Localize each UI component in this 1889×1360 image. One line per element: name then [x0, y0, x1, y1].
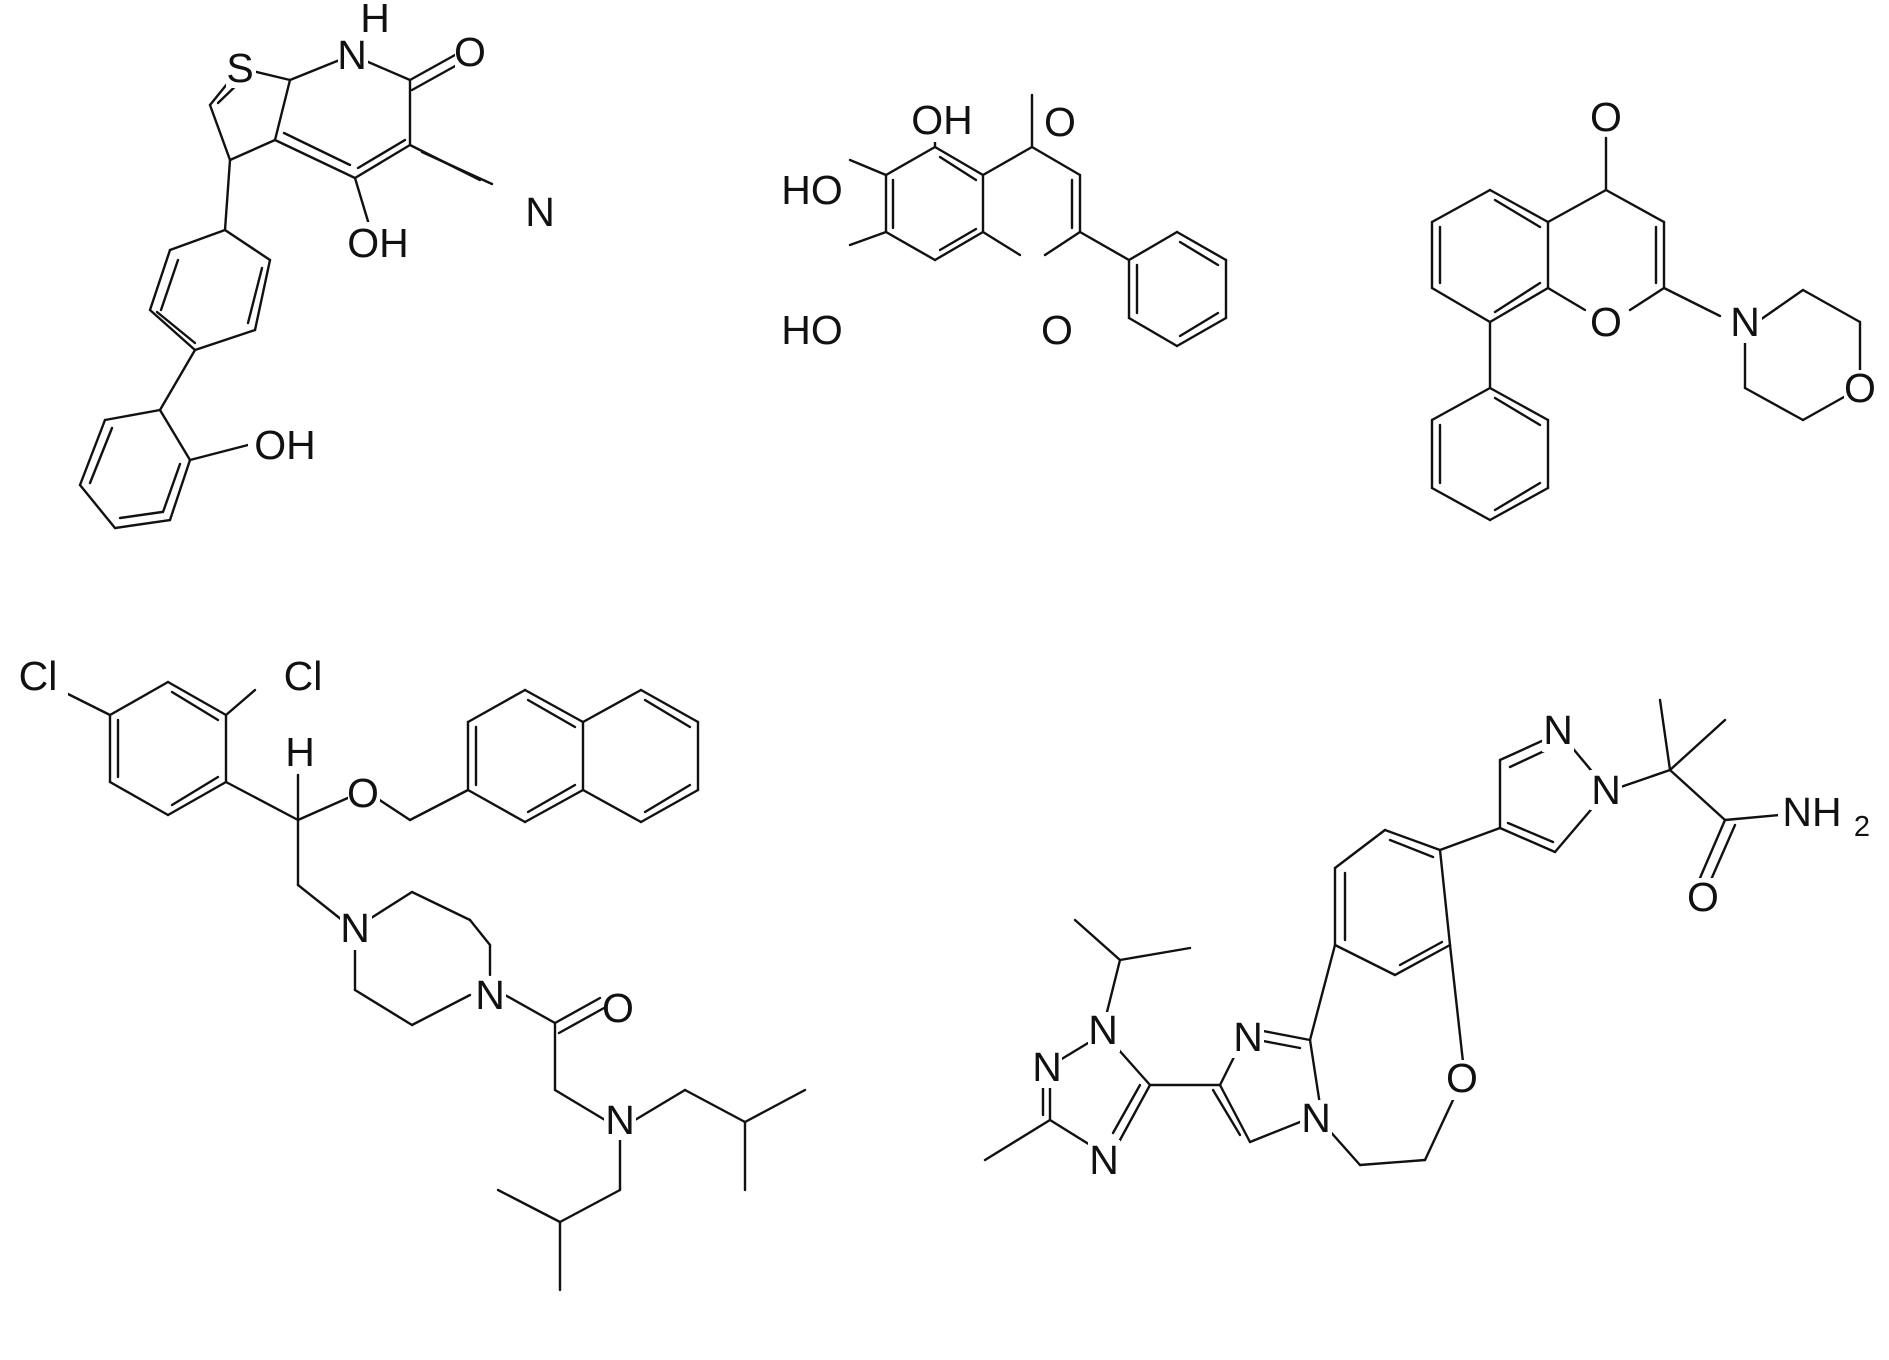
amide-oxygen: O: [602, 985, 634, 1031]
phenol-hydroxyl: OH: [254, 422, 316, 468]
nh-hydrogen: H: [360, 0, 390, 41]
keto-oxygen: O: [1044, 99, 1076, 145]
ether-oxygen: O: [347, 770, 379, 816]
ring-oxygen: O: [1590, 299, 1622, 345]
molecule-gdc0032: N N NH 2 O N N N N N O: [983, 698, 1870, 1183]
sulfur-atom: S: [226, 45, 253, 91]
nh-nitrogen: N: [337, 32, 367, 78]
ring-hydroxyl: OH: [347, 220, 409, 266]
triazole-nitrogen-2: N: [1032, 1044, 1062, 1090]
methine-hydrogen: H: [285, 729, 315, 775]
molecule-baicalein: OH HO HO O O: [780, 93, 1228, 353]
pyrazole-nitrogen-1: N: [1591, 767, 1621, 813]
amide-nh: NH: [1782, 789, 1841, 835]
amide-oxygen: O: [1687, 874, 1719, 920]
molecule-thienopyridone: S H N O N OH OH: [78, 0, 555, 530]
nitrile-nitrogen: N: [525, 189, 555, 235]
chlorine-2: Cl: [284, 653, 323, 699]
molecule-piperazine-ether: Cl Cl H O N N O N: [10, 653, 807, 1292]
piperazine-nitrogen-4: N: [475, 972, 505, 1018]
hydroxyl-5: OH: [911, 97, 973, 143]
morpholine-nitrogen: N: [1730, 299, 1760, 345]
triazole-nitrogen-4: N: [1089, 1137, 1119, 1183]
molecule-ly294002: O O N O: [1430, 94, 1876, 522]
keto-oxygen: O: [454, 29, 486, 75]
keto-oxygen: O: [1590, 94, 1622, 140]
amide-subscript: 2: [1854, 811, 1870, 843]
morpholine-oxygen: O: [1844, 365, 1876, 411]
oxazepine-oxygen: O: [1446, 1055, 1478, 1101]
ring-oxygen: O: [1041, 307, 1073, 353]
triazole-nitrogen-1: N: [1088, 1007, 1118, 1053]
imidazole-nitrogen-1: N: [1301, 1095, 1331, 1141]
piperazine-nitrogen-1: N: [340, 905, 370, 951]
pyrazole-nitrogen-2: N: [1543, 707, 1573, 753]
hydroxyl-7: HO: [781, 307, 843, 353]
hydroxyl-6: HO: [781, 167, 843, 213]
imidazole-nitrogen-3: N: [1233, 1014, 1263, 1060]
amine-nitrogen: N: [605, 1097, 635, 1143]
chlorine-4: Cl: [19, 653, 58, 699]
